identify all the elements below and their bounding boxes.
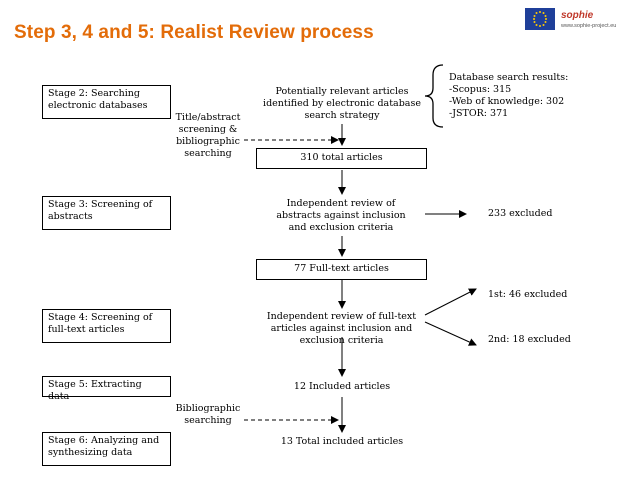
- sophie-logo: sophie www.sophie-project.eu: [525, 8, 633, 34]
- stage-3-box: Stage 3: Screening of abstracts: [42, 196, 171, 230]
- total-310-box: 310 total articles: [256, 148, 427, 169]
- title-abstract-screening-text: Title/abstract screening & bibliographic…: [175, 112, 241, 159]
- arrow-to-2nd-excluded: [424, 321, 477, 346]
- database-results-heading: Database search results:: [449, 72, 569, 83]
- database-results: Database search results: -Scopus: 315 -W…: [449, 72, 568, 120]
- database-results-scopus: -Scopus: 315: [449, 84, 512, 95]
- sophie-logo-url: www.sophie-project.eu: [561, 23, 617, 29]
- excluded-1st-text: 1st: 46 excluded: [488, 289, 568, 300]
- stage-4-box: Stage 4: Screening of full-text articles: [42, 309, 171, 343]
- sophie-logo-name: sophie: [561, 10, 594, 21]
- potentially-relevant-text: Potentially relevant articles identified…: [263, 86, 421, 121]
- page-title: Step 3, 4 and 5: Realist Review process: [14, 22, 374, 43]
- total-included-13-text: 13 Total included articles: [280, 436, 404, 447]
- bibliographic-searching-text: Bibliographic searching: [175, 403, 241, 426]
- arrow-to-1st-excluded: [424, 288, 477, 316]
- database-results-jstor: -JSTOR: 371: [449, 108, 509, 119]
- included-12-text: 12 Included articles: [293, 381, 391, 392]
- review-abstracts-text: Independent review of abstracts against …: [276, 198, 406, 233]
- excluded-233-text: 233 excluded: [488, 208, 553, 219]
- review-fulltext-text: Independent review of full-text articles…: [266, 311, 417, 346]
- stage-6-box: Stage 6: Analyzing and synthesizing data: [42, 432, 171, 466]
- excluded-2nd-text: 2nd: 18 excluded: [488, 334, 571, 345]
- database-results-wok: -Web of knowledge: 302: [449, 96, 565, 107]
- stage-5-box: Stage 5: Extracting data: [42, 376, 171, 402]
- fulltext-77-box: 77 Full-text articles: [256, 259, 427, 280]
- eu-flag-icon: [525, 8, 555, 30]
- curly-brace: [424, 64, 444, 128]
- stage-2-box: Stage 2: Searching electronic databases: [42, 85, 171, 119]
